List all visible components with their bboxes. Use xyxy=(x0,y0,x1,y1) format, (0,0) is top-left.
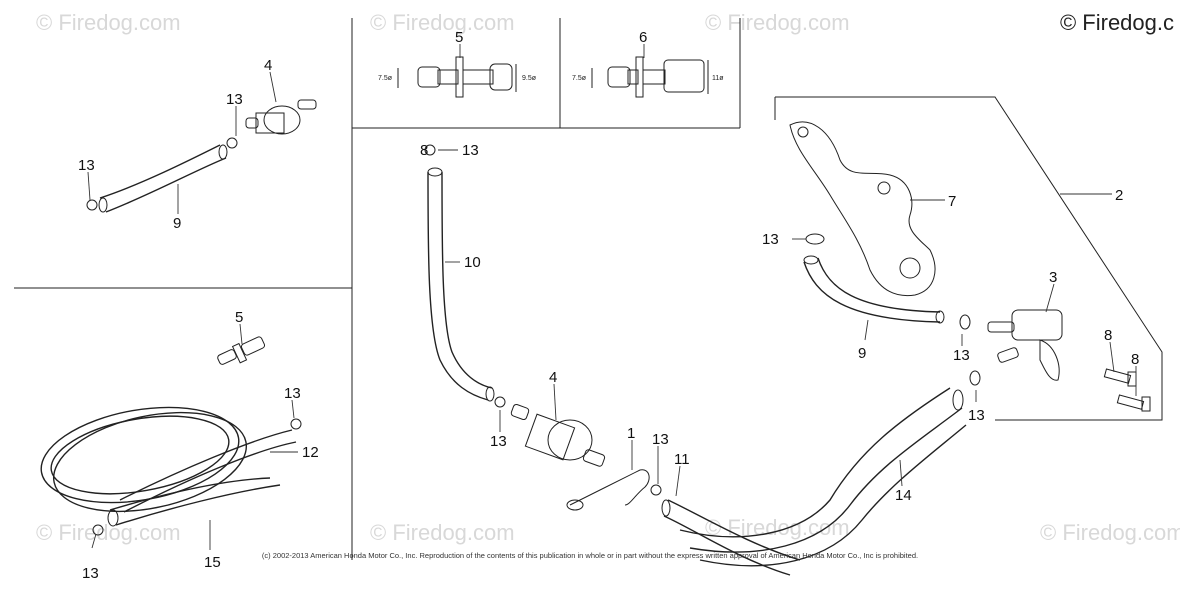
callout-5-bottom-left: 5 xyxy=(235,309,243,326)
bottom-left-assembly xyxy=(40,336,302,536)
callout-13: 13 xyxy=(953,347,970,364)
callout-13: 13 xyxy=(462,142,479,159)
callout-8: 8 xyxy=(1131,351,1139,368)
callout-14: 14 xyxy=(895,487,912,504)
watermark-layer: © Firedog.com © Firedog.com © Firedog.co… xyxy=(36,10,1180,545)
callout-12: 12 xyxy=(302,444,319,461)
copyright-notice: (c) 2002-2013 American Honda Motor Co., … xyxy=(261,551,919,560)
callout-13: 13 xyxy=(78,157,95,174)
dimension-label: 9.5ø xyxy=(522,75,537,82)
callout-7: 7 xyxy=(948,193,956,210)
callout-15: 15 xyxy=(204,554,221,571)
watermark: © Firedog.com xyxy=(36,10,181,35)
callout-8: 8 xyxy=(1104,327,1112,344)
callout-13: 13 xyxy=(490,433,507,450)
watermark: © Firedog.com xyxy=(1040,520,1180,545)
callout-8: 8 xyxy=(420,142,428,159)
dimension-label: 7.5ø xyxy=(572,75,587,82)
watermark: © Firedog.com xyxy=(36,520,181,545)
joint-6-inset xyxy=(591,56,709,98)
joint-5-inset xyxy=(397,56,517,98)
frame-lines xyxy=(14,18,1163,560)
callout-3: 3 xyxy=(1049,269,1057,286)
callout-13: 13 xyxy=(284,385,301,402)
callout-5-inset: 5 xyxy=(455,29,463,46)
watermark: © Firedog.com xyxy=(370,10,515,35)
callout-6-inset: 6 xyxy=(639,29,647,46)
leader-lines xyxy=(87,44,1137,550)
callout-13: 13 xyxy=(82,565,99,582)
top-left-assembly xyxy=(86,99,317,213)
brand-watermark: © Firedog.c xyxy=(1059,10,1174,35)
callout-4-center: 4 xyxy=(549,369,557,386)
center-assembly xyxy=(424,144,967,576)
callout-11: 11 xyxy=(674,451,690,468)
callout-13: 13 xyxy=(968,407,985,424)
callout-13: 13 xyxy=(652,431,669,448)
callout-1: 1 xyxy=(627,425,635,442)
watermark: © Firedog.com xyxy=(370,520,515,545)
dimension-label: 11ø xyxy=(712,75,724,82)
callout-numbers: 4 13 13 9 5 6 8 13 10 4 13 1 13 11 14 2 … xyxy=(78,29,1139,582)
callout-13: 13 xyxy=(226,91,243,108)
callout-10: 10 xyxy=(464,254,481,271)
callout-2: 2 xyxy=(1115,187,1123,204)
right-assembly xyxy=(789,121,1151,412)
watermark: © Firedog.com xyxy=(705,10,850,35)
callout-4-top-left: 4 xyxy=(264,57,272,74)
dimension-label: 7.5ø xyxy=(378,75,393,82)
callout-9-right: 9 xyxy=(858,345,866,362)
callout-13: 13 xyxy=(762,231,779,248)
callout-9-top-left: 9 xyxy=(173,215,181,232)
